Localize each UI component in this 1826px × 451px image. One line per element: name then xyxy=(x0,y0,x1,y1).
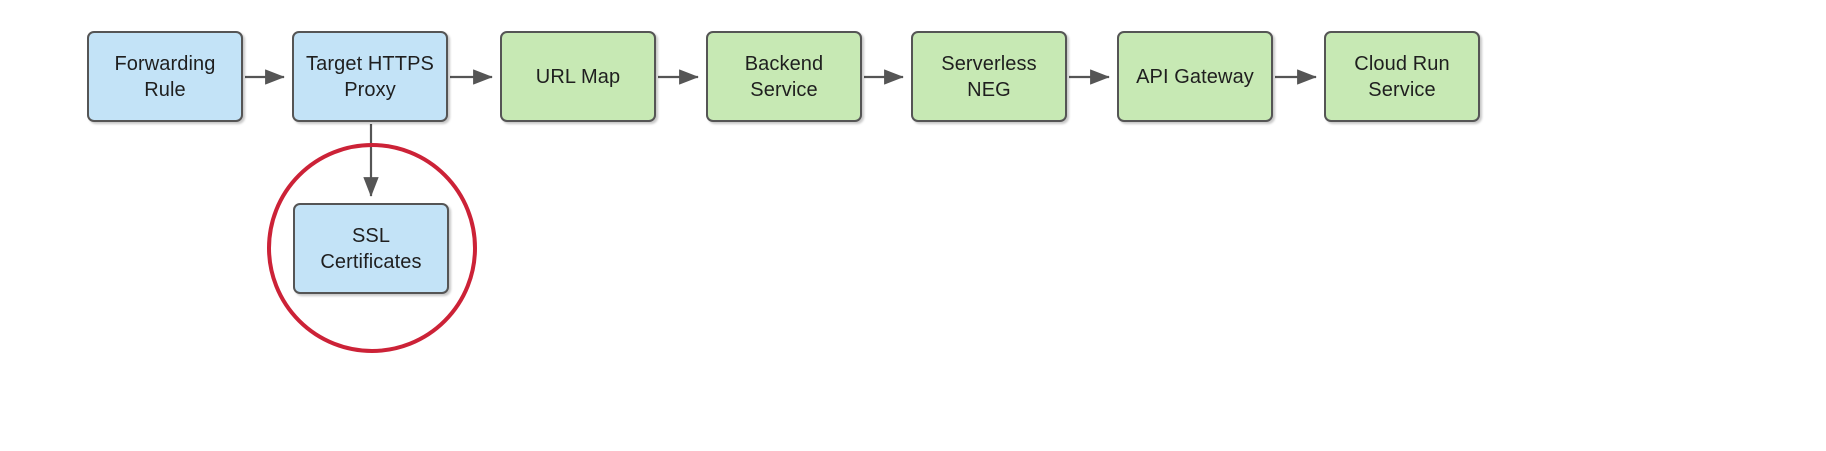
node-target-https-proxy-label: Target HTTPS Proxy xyxy=(306,52,434,101)
node-backend-service[interactable]: Backend Service xyxy=(706,31,862,122)
node-ssl-certificates-label: SSL Certificates xyxy=(320,224,422,273)
node-backend-service-label: Backend Service xyxy=(744,52,824,101)
node-serverless-neg[interactable]: Serverless NEG xyxy=(911,31,1067,122)
node-target-https-proxy[interactable]: Target HTTPS Proxy xyxy=(292,31,448,122)
node-forwarding-rule[interactable]: Forwarding Rule xyxy=(87,31,243,122)
node-cloud-run-service[interactable]: Cloud Run Service xyxy=(1324,31,1480,122)
node-api-gateway-label: API Gateway xyxy=(1136,65,1254,88)
node-cloud-run-service-label: Cloud Run Service xyxy=(1354,52,1450,101)
node-url-map-label: URL Map xyxy=(535,65,621,88)
node-ssl-certificates[interactable]: SSL Certificates xyxy=(293,203,449,294)
node-api-gateway[interactable]: API Gateway xyxy=(1117,31,1273,122)
node-url-map[interactable]: URL Map xyxy=(500,31,656,122)
node-forwarding-rule-label: Forwarding Rule xyxy=(114,52,216,101)
node-serverless-neg-label: Serverless NEG xyxy=(941,52,1037,101)
